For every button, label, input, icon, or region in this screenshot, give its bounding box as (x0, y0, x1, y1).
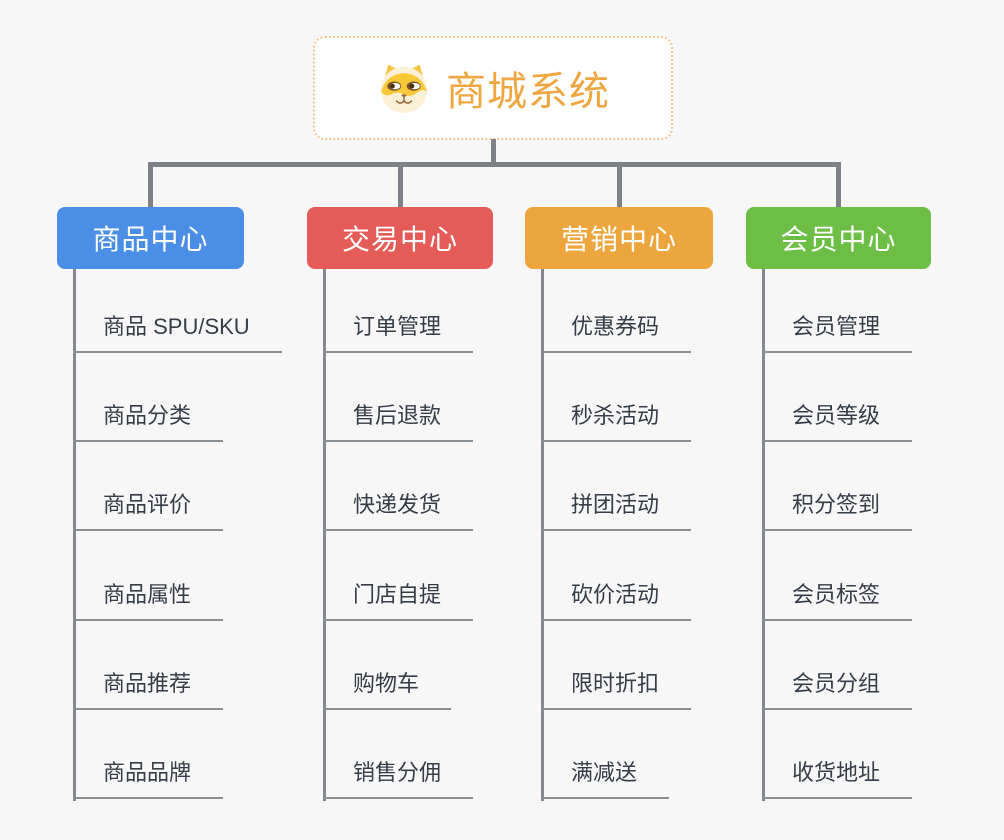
sub-topic[interactable]: 售后退款 (323, 402, 474, 442)
sub-topic[interactable]: 满减送 (541, 759, 670, 799)
sub-topic[interactable]: 商品 SPU/SKU (73, 313, 282, 353)
sub-topic[interactable]: 门店自提 (323, 581, 474, 621)
connector-branch-drop (836, 162, 841, 208)
branch-topic-2[interactable]: 营销中心 (525, 207, 713, 269)
sub-topic[interactable]: 收货地址 (762, 759, 913, 799)
connector-leaf-spine (73, 269, 76, 801)
sub-topic[interactable]: 快递发货 (323, 491, 474, 531)
sub-topic[interactable]: 购物车 (323, 670, 452, 710)
branch-topic-1[interactable]: 交易中心 (307, 207, 493, 269)
sub-topic[interactable]: 销售分佣 (323, 759, 474, 799)
sub-topic[interactable]: 商品推荐 (73, 670, 224, 710)
connector-branch-drop (616, 162, 622, 208)
connector-leaf-spine (323, 269, 326, 801)
sub-topic[interactable]: 商品分类 (73, 402, 224, 442)
sub-topic[interactable]: 秒杀活动 (541, 402, 692, 442)
connector-root-stem (491, 139, 496, 164)
root-topic-label: 商城系统 (446, 70, 610, 114)
sub-topic[interactable]: 会员分组 (762, 670, 913, 710)
root-topic[interactable]: 商城系统 (313, 36, 673, 140)
sub-topic[interactable]: 优惠券码 (541, 313, 692, 353)
sub-topic[interactable]: 会员管理 (762, 313, 913, 353)
sub-topic[interactable]: 会员等级 (762, 402, 913, 442)
sub-topic[interactable]: 会员标签 (762, 581, 913, 621)
branch-topic-3[interactable]: 会员中心 (746, 207, 931, 269)
sub-topic[interactable]: 商品品牌 (73, 759, 224, 799)
connector-leaf-spine (541, 269, 544, 801)
connector-branch-drop (397, 162, 403, 208)
connector-branch-drop (148, 162, 153, 208)
connector-rail (148, 162, 841, 167)
sub-topic[interactable]: 限时折扣 (541, 670, 692, 710)
sub-topic[interactable]: 砍价活动 (541, 581, 692, 621)
branch-topic-0[interactable]: 商品中心 (57, 207, 244, 269)
sub-topic[interactable]: 拼团活动 (541, 491, 692, 531)
sub-topic[interactable]: 积分签到 (762, 491, 913, 531)
sub-topic[interactable]: 商品评价 (73, 491, 224, 531)
sub-topic[interactable]: 订单管理 (323, 313, 474, 353)
connector-leaf-spine (762, 269, 765, 801)
sub-topic[interactable]: 商品属性 (73, 581, 224, 621)
shiba-dog-icon (380, 64, 428, 114)
